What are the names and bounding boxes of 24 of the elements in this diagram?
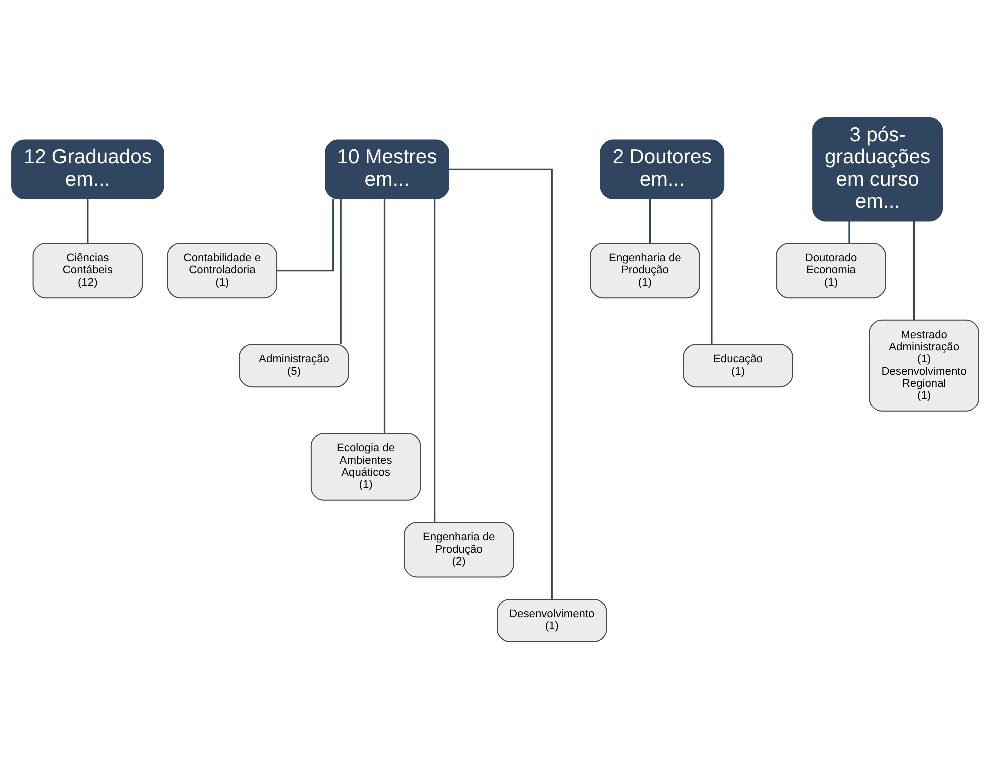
connector xyxy=(434,199,436,522)
node-box: Educação (1) xyxy=(683,344,794,388)
node-box: Ecologia de Ambientes Aquáticos (1) xyxy=(310,433,422,501)
connector xyxy=(711,199,713,344)
node-box: 2 Doutores em... xyxy=(600,140,725,200)
connector xyxy=(449,168,553,600)
connector xyxy=(277,199,334,272)
connector xyxy=(913,221,916,320)
connector xyxy=(848,221,850,244)
node-box: 12 Graduados em... xyxy=(12,140,164,200)
node-box: Engenharia de Produção (1) xyxy=(590,242,700,299)
node-box: Engenharia de Produção (2) xyxy=(404,522,514,578)
connector xyxy=(87,199,89,244)
node-box: Ciências Contábeis (12) xyxy=(32,242,144,299)
connector xyxy=(649,199,652,244)
node-box: Mestrado Administração (1) Desenvolvimento Regional (1) xyxy=(869,320,980,412)
node-box: Administração (5) xyxy=(239,344,350,388)
connector xyxy=(340,199,342,344)
node-box: 10 Mestres em... xyxy=(325,140,450,200)
node-box: 3 pós-graduações em curso em... xyxy=(812,118,944,222)
node-box: Desenvolvimento (1) xyxy=(497,598,608,642)
connector xyxy=(384,199,386,434)
node-box: Contabilidade e Controladoria (1) xyxy=(167,242,278,299)
node-box: Doutorado Economia (1) xyxy=(776,242,886,299)
